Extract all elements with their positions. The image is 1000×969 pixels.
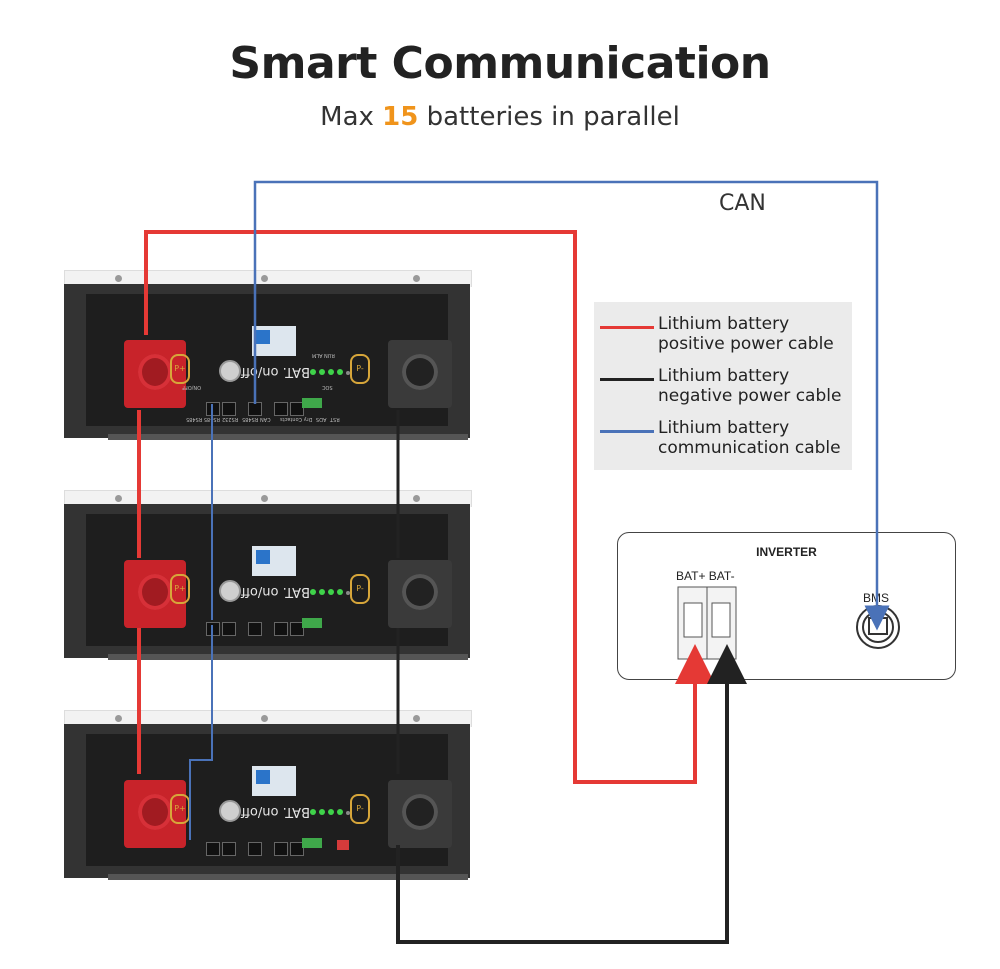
screw-icon: [261, 495, 268, 502]
bat-minus-terminal: [711, 602, 731, 638]
battery-brand-text: BAT. on/off: [241, 364, 310, 379]
screw-icon: [115, 275, 122, 282]
negative-tag: P-: [350, 574, 370, 604]
soc-leds: [310, 802, 353, 820]
screw-icon: [413, 495, 420, 502]
port-label: CAN: [260, 416, 271, 422]
legend-negative-swatch: [600, 378, 654, 381]
port-label: ON/OFF: [182, 384, 202, 390]
can-label: CAN: [719, 191, 766, 216]
legend-communication-line2: communication cable: [658, 438, 841, 458]
page-title: Smart Communication: [229, 38, 771, 89]
negative-terminal: [388, 780, 452, 848]
inverter-box: INVERTER BAT+ BAT- BMS: [617, 532, 956, 680]
port-label: SOC: [322, 384, 333, 390]
subtitle-prefix: Max: [320, 102, 383, 132]
port-label: ALM: [312, 352, 323, 358]
battery-brand-text: BAT. on/off: [241, 804, 310, 819]
power-knob: [219, 360, 241, 382]
soc-leds: [310, 362, 353, 380]
battery-front-panel: P+ BAT. on/off P-: [86, 514, 452, 646]
page-subtitle: Max 15 batteries in parallel: [0, 102, 1000, 132]
port-label: Dry Contacts: [280, 416, 313, 422]
negative-terminal: [388, 560, 452, 628]
subtitle-suffix: batteries in parallel: [418, 102, 680, 132]
screw-icon: [413, 715, 420, 722]
rj45-icon: [868, 617, 888, 635]
screw-icon: [261, 715, 268, 722]
screw-icon: [115, 715, 122, 722]
power-knob: [219, 580, 241, 602]
screw-icon: [413, 275, 420, 282]
legend-communication-line1: Lithium battery: [658, 418, 790, 438]
legend-positive-line2: positive power cable: [658, 334, 834, 354]
cable-legend: Lithium battery positive power cable Lit…: [594, 302, 852, 470]
battery-foot: [108, 654, 468, 660]
screw-icon: [115, 495, 122, 502]
positive-tag: P+: [170, 794, 190, 824]
dry-contacts: [302, 398, 322, 408]
inverter-terminals: [677, 586, 900, 660]
battery-front-panel: P+ BAT. on/off ON/OFF RS485 RS485 RS232 …: [86, 294, 452, 426]
battery-foot: [108, 434, 468, 440]
legend-positive-swatch: [600, 326, 654, 329]
negative-terminal: [388, 340, 452, 408]
breaker-label: [252, 546, 296, 576]
legend-negative: Lithium battery negative power cable: [600, 366, 841, 406]
legend-negative-line1: Lithium battery: [658, 366, 790, 386]
negative-tag: P-: [350, 794, 370, 824]
communication-ports: [206, 842, 306, 861]
battery-count: 15: [382, 102, 419, 132]
communication-ports: [206, 622, 306, 641]
breaker-label: [252, 766, 296, 796]
dry-contacts: [302, 838, 322, 848]
legend-communication: Lithium battery communication cable: [600, 418, 841, 458]
port-label: RS232: [222, 416, 239, 422]
screw-icon: [261, 275, 268, 282]
positive-tag: P+: [170, 574, 190, 604]
power-knob: [219, 800, 241, 822]
port-label: RS485 RS485: [186, 416, 220, 422]
port-label: RUN: [324, 352, 335, 358]
battery-body: P+ BAT. on/off ON/OFF RS485 RS485 RS232 …: [64, 284, 470, 438]
legend-positive: Lithium battery positive power cable: [600, 314, 834, 354]
dry-contacts: [302, 618, 322, 628]
positive-terminal: [124, 780, 186, 848]
positive-tag: P+: [170, 354, 190, 384]
port-label: RS485: [242, 416, 259, 422]
port-label: ADS: [316, 416, 327, 422]
negative-tag: P-: [350, 354, 370, 384]
legend-positive-line1: Lithium battery: [658, 314, 790, 334]
breaker-label: [252, 326, 296, 356]
dip-switch: [337, 840, 349, 850]
battery-body: P+ BAT. on/off P-: [64, 724, 470, 878]
soc-leds: [310, 582, 353, 600]
legend-negative-line2: negative power cable: [658, 386, 842, 406]
battery-foot: [108, 874, 468, 880]
battery-brand-text: BAT. on/off: [241, 584, 310, 599]
battery-front-panel: P+ BAT. on/off P-: [86, 734, 452, 866]
port-label: RST: [330, 416, 340, 422]
battery-body: P+ BAT. on/off P-: [64, 504, 470, 658]
bat-plus-terminal: [683, 602, 703, 638]
legend-communication-swatch: [600, 430, 654, 433]
